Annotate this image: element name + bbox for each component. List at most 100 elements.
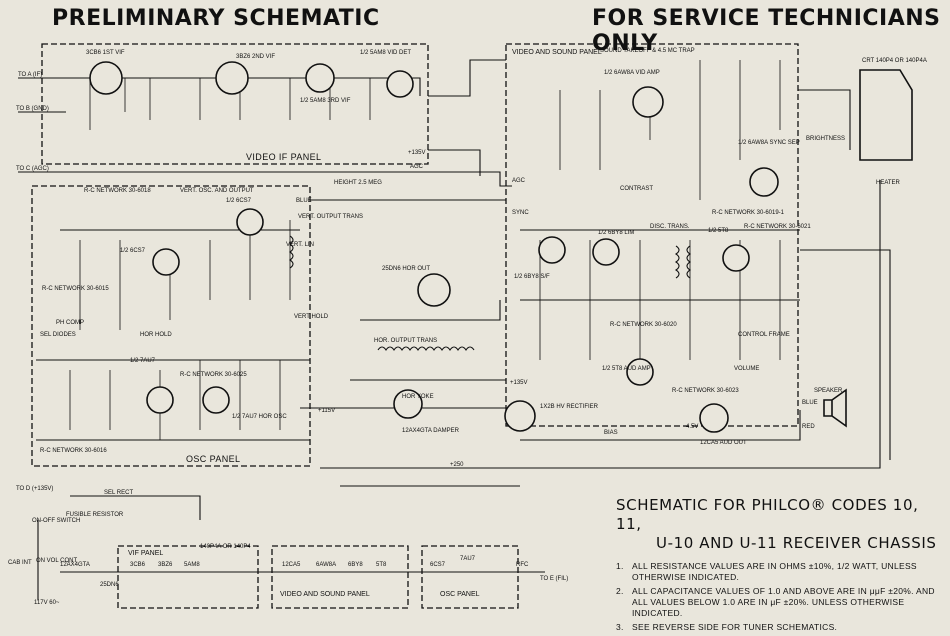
disc-trans-coil (675, 245, 691, 279)
label-7au7: 1/2 7AU7 (130, 358, 156, 364)
label-lim: 1/2 6BY8 LIM (598, 230, 634, 236)
label-vid-amp: 1/2 6AW8A VID AMP (604, 70, 660, 76)
tube-5t8-disc (722, 244, 750, 272)
label-agc-video: AGC (512, 178, 526, 184)
wire-135v-right (800, 249, 891, 460)
label-hor-out: 25DN6 HOR OUT (382, 266, 430, 272)
label-agc-if: AGC (410, 164, 424, 170)
label-sf: 1/2 6BY8 S/F (514, 274, 550, 280)
label-contrast: CONTRAST (620, 186, 653, 192)
note-text: ALL RESISTANCE VALUES ARE IN OHMS ±10%, … (632, 561, 917, 582)
label-3bz6: 3BZ6 2ND VIF (236, 54, 275, 60)
label-sel-diodes: SEL DIODES (40, 332, 76, 338)
note-item: 1.ALL RESISTANCE VALUES ARE IN OHMS ±10%… (616, 561, 938, 583)
fil-7au7: 7AU7 (460, 556, 476, 562)
tube-6aw8a-sync-sep (749, 167, 779, 197)
label-ph-comp: PH COMP (56, 320, 84, 326)
tube-25dn6-hor-out (417, 273, 451, 307)
tube-6by8-sf (538, 236, 566, 264)
label-vert-osc: 1/2 6CS7 (120, 248, 146, 254)
tube-5t8-aud-amp (626, 358, 654, 386)
speaker-symbol (823, 388, 847, 428)
label-hv-rect: 1X2B HV RECTIFIER (540, 404, 599, 410)
label-height: HEIGHT 2.5 MEG (334, 180, 382, 186)
osc-panel-label: OSC PANEL (186, 454, 240, 464)
fil-5am8: 5AM8 (184, 562, 200, 568)
note-item: 3.SEE REVERSE SIDE FOR TUNER SCHEMATICS. (616, 622, 938, 633)
video-if-panel-outline (41, 43, 429, 165)
label-brightness: BRIGHTNESS (806, 136, 845, 142)
label-to-b: TO B (GND) (16, 106, 49, 112)
wire-video-to-crt (798, 89, 851, 150)
label-vert-output-trans: VERT. OUTPUT TRANS (298, 214, 363, 220)
fil-140p4a: 140P4A OR 140P4 (200, 544, 251, 550)
label-to-c: TO C (AGC) (16, 166, 49, 172)
label-crt: CRT 140P4 OR 140P4A (862, 58, 927, 64)
label-sync: SYNC (512, 210, 529, 216)
label-hor-hold: HOR HOLD (140, 332, 172, 338)
label-blue-osc: BLUE (296, 198, 312, 204)
vif-small-panel-outline (117, 545, 259, 609)
label-rc-6015: R-C NETWORK 30-6015 (42, 286, 109, 292)
label-bias: BIAS (604, 430, 618, 436)
label-to-a: TO A (IF) (18, 72, 42, 78)
vert-output-trans-coil (289, 235, 294, 269)
label-minus-45: -4.5V (684, 424, 698, 430)
video-sound-panel-label: VIDEO AND SOUND PANEL (512, 49, 602, 56)
label-3rd-vif: 1/2 5AM8 3RD VIF (300, 98, 351, 104)
label-to-d: TO D (+135V) (16, 486, 53, 492)
tube-12ca5-aud-out (699, 403, 729, 433)
label-rc-6021: R-C NETWORK 30-6021 (744, 224, 811, 230)
label-hor-yoke: HOR YOKE (402, 394, 434, 400)
notes-list: 1.ALL RESISTANCE VALUES ARE IN OHMS ±10%… (616, 561, 938, 633)
label-vert-osc-output: VERT. OSC. AND OUTPUT (180, 188, 254, 194)
label-rc-6019: R-C NETWORK 30-6019-1 (712, 210, 785, 216)
label-red-spk: RED (802, 424, 815, 430)
note-text: ALL CAPACITANCE VALUES OF 1.0 AND ABOVE … (632, 586, 935, 618)
label-sel-rect: SEL RECT (104, 490, 133, 496)
fil-3bz6: 3BZ6 (158, 562, 173, 568)
note-item: 2.ALL CAPACITANCE VALUES OF 1.0 AND ABOV… (616, 586, 938, 619)
label-vert-out: 1/2 6CS7 (226, 198, 252, 204)
fil-3cb6: 3CB6 (130, 562, 146, 568)
label-cab-int: CAB INT (8, 560, 32, 566)
tube-5am8-3rd-vif (305, 63, 335, 93)
sound-stage-leads (539, 240, 781, 360)
label-aud-out: 12CA5 AUD OUT (700, 440, 747, 446)
title-line-1: SCHEMATIC FOR PHILCO® CODES 10, 11, (616, 496, 919, 533)
tube-3cb6-1st-vif (89, 61, 123, 95)
label-rc-6025: R-C NETWORK 30-6025 (180, 372, 247, 378)
vs-small-panel-label: VIDEO AND SOUND PANEL (280, 591, 370, 598)
label-on-off-switch: ON-OFF SWITCH (32, 518, 80, 524)
filament-string-labels: 12AX4GTA 25DN6 3CB6 3BZ6 5AM8 140P4A OR … (60, 544, 529, 588)
wire-135v-if (428, 149, 481, 176)
title-block: SCHEMATIC FOR PHILCO® CODES 10, 11, U-10… (616, 496, 938, 636)
wire-agc-bus (18, 171, 512, 187)
tube-1x2b-hv-rectifier (504, 400, 536, 432)
label-3cb6: 3CB6 1ST VIF (86, 50, 125, 56)
fil-6cs7: 6CS7 (430, 562, 446, 568)
header-preliminary-schematic: PRELIMINARY SCHEMATIC (52, 6, 380, 31)
label-speaker: SPEAKER (814, 388, 843, 394)
label-damper: 12AX4GTA DAMPER (402, 428, 460, 434)
fil-6by8: 6BY8 (348, 562, 363, 568)
label-blue-spk: BLUE (802, 400, 818, 406)
vs-small-panel-outline (271, 545, 409, 609)
label-on-vol-cont: ON VOL CONT (36, 558, 77, 564)
label-disc-trans: DISC. TRANS. (650, 224, 690, 230)
tube-6cs7-vert-out (236, 208, 264, 236)
fil-12ax4gta: 12AX4GTA (60, 562, 90, 568)
wire-if-chain (66, 77, 421, 96)
osc-small-panel-outline (421, 545, 519, 609)
label-plus-250: +250 (450, 462, 464, 468)
label-rc-6018: R-C NETWORK 30-6018 (84, 188, 151, 194)
note-number: 3. (616, 622, 624, 632)
video-if-panel-label: VIDEO IF PANEL (246, 152, 321, 162)
video-sound-panel-outline (505, 43, 799, 427)
label-sync-sep: 1/2 6AW8A SYNC SEP (738, 140, 800, 146)
tube-6cs7-vert-osc (152, 248, 180, 276)
label-fusible-resistor: FUSIBLE RESISTOR (66, 512, 124, 518)
label-aud-amp: 1/2 5T8 AUD AMP (602, 366, 651, 372)
label-rc-6020: R-C NETWORK 30-6020 (610, 322, 677, 328)
